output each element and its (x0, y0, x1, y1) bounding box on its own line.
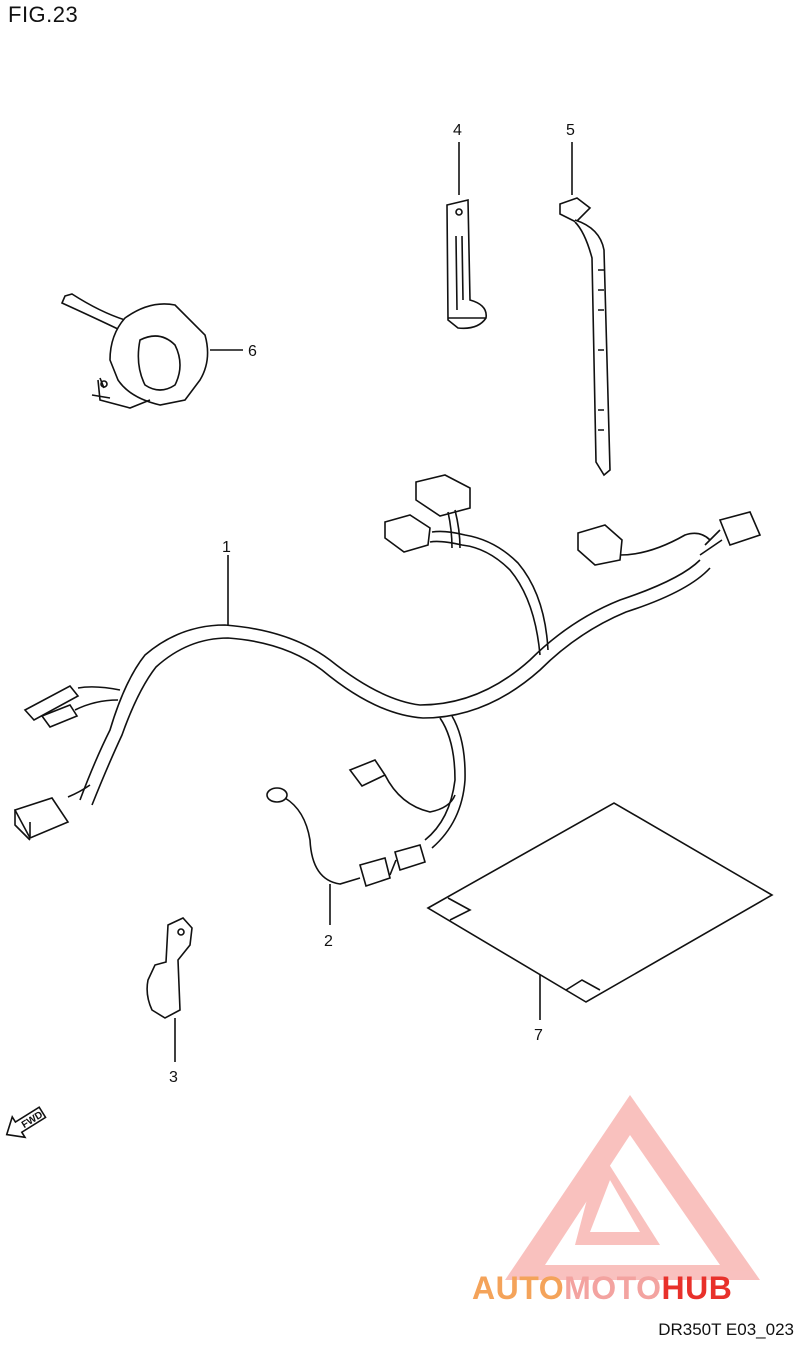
fwd-arrow-icon: FWD (5, 1106, 47, 1139)
figure-title: FIG.23 (8, 2, 79, 27)
callout-6: 6 (248, 343, 257, 360)
part-5-cable-tie (559, 197, 611, 477)
part-1-main-harness (13, 474, 762, 849)
callout-7: 7 (534, 1027, 543, 1044)
part-6-clamp (60, 293, 209, 409)
part-7-sheet (426, 802, 774, 1020)
watermark-text: AUTOMOTOHUB (472, 1270, 732, 1307)
watermark-hub: HUB (661, 1270, 733, 1306)
callout-4: 4 (453, 122, 462, 139)
callout-5: 5 (566, 122, 575, 139)
watermark-moto: MOTO (564, 1270, 662, 1306)
watermark-logo (505, 1095, 760, 1280)
part-3-clip (146, 917, 193, 1062)
part-4-bracket (446, 198, 487, 330)
callout-3: 3 (169, 1069, 178, 1086)
watermark-auto: AUTO (472, 1270, 565, 1306)
callout-leaders (210, 142, 573, 351)
callout-2: 2 (324, 933, 333, 950)
figure-code: DR350T E03_023 (658, 1320, 794, 1339)
part-2-sub-harness (266, 759, 456, 925)
callout-1: 1 (222, 539, 231, 556)
